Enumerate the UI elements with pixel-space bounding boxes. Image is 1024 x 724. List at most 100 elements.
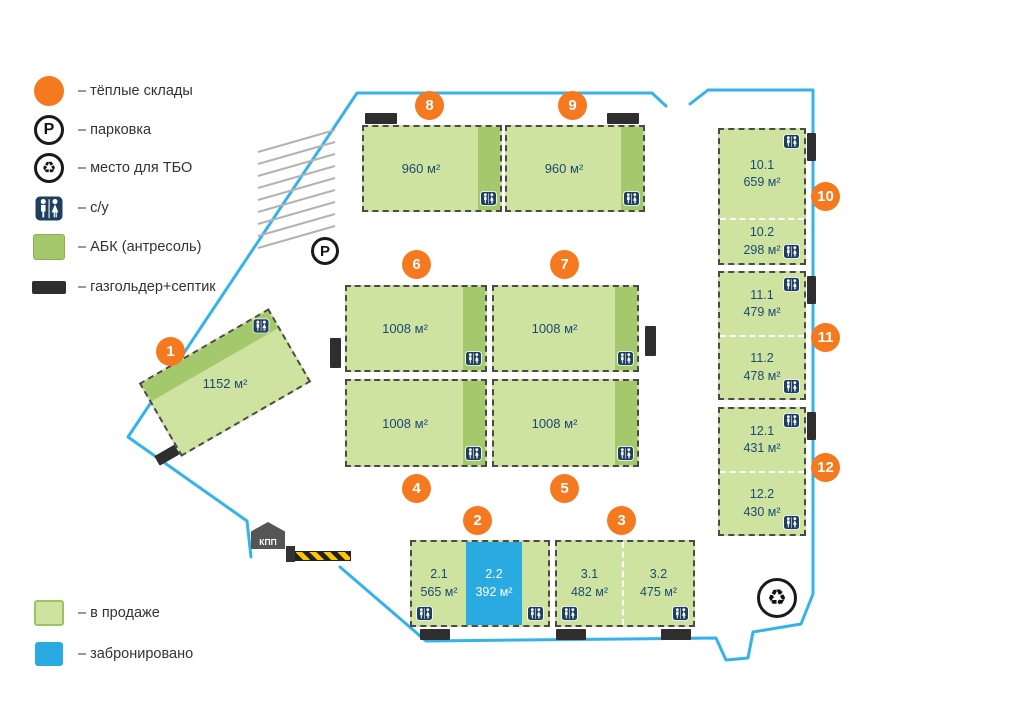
- unit-id: 3.2: [649, 567, 668, 581]
- wc-icon: [465, 351, 482, 366]
- gas-septic-block: [365, 113, 397, 124]
- legend-label-parking: – парковка: [78, 122, 152, 138]
- unit-11-2[interactable]: 11.2 478 м²: [720, 335, 804, 398]
- unit-id: 2.2: [485, 567, 503, 581]
- unit-id: 11.2: [750, 351, 774, 365]
- parking-icon: P: [34, 115, 64, 145]
- unit-12-2[interactable]: 12.2 430 м²: [720, 471, 804, 534]
- legend-item-warm: – тёплые склады: [30, 76, 193, 106]
- wc-icon: [617, 446, 634, 461]
- building-9-area: 960 м²: [544, 161, 584, 176]
- recycle-icon: ♻: [34, 153, 64, 183]
- wc-icon: [561, 606, 578, 621]
- building-4-area: 1008 м²: [382, 415, 428, 431]
- legend-label-warm: – тёплые склады: [78, 83, 193, 99]
- legend-item-wc: – с/у: [30, 193, 109, 223]
- unit-id: 12.2: [749, 487, 775, 501]
- wc-icon: [623, 191, 640, 206]
- unit-3-1[interactable]: 3.1 482 м²: [557, 542, 622, 625]
- unit-area: 479 м²: [743, 305, 781, 319]
- wc-icon: [253, 318, 270, 333]
- building-12[interactable]: 12.1 431 м² 12.2 430 м²: [718, 407, 806, 536]
- unit-id: 12.1: [749, 423, 775, 438]
- abk-strip: [463, 381, 485, 465]
- building-6[interactable]: 1008 м²: [345, 285, 487, 372]
- wc-icon: [783, 134, 800, 149]
- marker-11[interactable]: 11: [811, 323, 840, 352]
- building-11[interactable]: 11.1 479 м² 11.2 478 м²: [718, 271, 806, 400]
- wc-icon: [672, 606, 689, 621]
- unit-area: 659 м²: [743, 175, 781, 189]
- unit-area: 431 м²: [743, 441, 781, 455]
- unit-area: 430 м²: [743, 504, 781, 519]
- gas-septic-block: [661, 629, 691, 640]
- legend-label-abk: – АБК (антресоль): [78, 239, 202, 255]
- wc-icon: [783, 515, 800, 530]
- building-2[interactable]: 2.1 565 м² 2.2 392 м²: [410, 540, 550, 627]
- parking-icon: P: [311, 237, 339, 265]
- checkpoint-label: КПП: [259, 537, 277, 547]
- unit-id: 10.1: [749, 157, 775, 172]
- unit-area: 482 м²: [570, 584, 609, 599]
- marker-3[interactable]: 3: [607, 506, 636, 535]
- building-8[interactable]: 960 м²: [362, 125, 502, 212]
- marker-9[interactable]: 9: [558, 91, 587, 120]
- unit-id: 2.1: [430, 567, 448, 581]
- legend-item-reserved: – забронировано: [30, 639, 193, 669]
- unit-11-1[interactable]: 11.1 479 м²: [720, 273, 804, 335]
- marker-1[interactable]: 1: [156, 337, 185, 366]
- abk-swatch: [33, 234, 65, 260]
- legend-item-sale: – в продаже: [30, 598, 160, 628]
- legend-item-gas: – газгольдер+септик: [30, 272, 216, 302]
- marker-10[interactable]: 10: [811, 182, 840, 211]
- unit-2-2[interactable]: 2.2 392 м²: [466, 542, 522, 625]
- unit-area: 298 м²: [743, 242, 781, 257]
- legend-item-parking: P – парковка: [30, 115, 151, 145]
- parking-stripes: [257, 129, 336, 249]
- unit-2-1[interactable]: 2.1 565 м²: [412, 542, 466, 625]
- marker-12[interactable]: 12: [811, 453, 840, 482]
- unit-12-1[interactable]: 12.1 431 м²: [720, 409, 804, 471]
- legend-label-gas: – газгольдер+септик: [78, 279, 216, 295]
- wc-icon: [617, 351, 634, 366]
- building-6-area: 1008 м²: [382, 321, 428, 336]
- marker-4[interactable]: 4: [402, 474, 431, 503]
- abk-strip: [478, 127, 500, 210]
- marker-2[interactable]: 2: [463, 506, 492, 535]
- wc-icon: [783, 413, 800, 428]
- wc-icon: [783, 277, 800, 292]
- unit-10-1[interactable]: 10.1 659 м²: [720, 130, 804, 218]
- marker-6[interactable]: 6: [402, 250, 431, 279]
- abk-strip: [463, 287, 485, 370]
- unit-area: 478 м²: [743, 368, 781, 383]
- recycle-icon: ♻: [757, 578, 797, 618]
- barrier-post: [286, 546, 295, 562]
- building-7-area: 1008 м²: [531, 321, 578, 336]
- building-1-area: 1152 м²: [202, 376, 248, 391]
- wc-icon: [783, 379, 800, 394]
- building-9[interactable]: 960 м²: [505, 125, 645, 212]
- marker-5[interactable]: 5: [550, 474, 579, 503]
- unit-area: 392 м²: [475, 584, 513, 599]
- unit-id: 3.1: [580, 567, 599, 581]
- unit-id: 11.1: [750, 287, 774, 302]
- building-7[interactable]: 1008 м²: [492, 285, 639, 372]
- unit-id: 10.2: [749, 225, 775, 239]
- building-4[interactable]: 1008 м²: [345, 379, 487, 467]
- building-5[interactable]: 1008 м²: [492, 379, 639, 467]
- unit-area: 475 м²: [639, 584, 678, 599]
- unit-3-2[interactable]: 3.2 475 м²: [622, 542, 693, 625]
- marker-8[interactable]: 8: [415, 91, 444, 120]
- building-8-area: 960 м²: [401, 161, 441, 176]
- building-3[interactable]: 3.1 482 м² 3.2 475 м²: [555, 540, 695, 627]
- marker-7[interactable]: 7: [550, 250, 579, 279]
- wc-icon: [465, 446, 482, 461]
- building-10[interactable]: 10.1 659 м² 10.2 298 м²: [718, 128, 806, 265]
- legend-item-tbo: ♻ – место для ТБО: [30, 153, 192, 183]
- gas-septic-block: [420, 629, 450, 640]
- wc-icon: [783, 244, 800, 259]
- unit-10-2[interactable]: 10.2 298 м²: [720, 218, 804, 263]
- abk-strip: [615, 381, 637, 465]
